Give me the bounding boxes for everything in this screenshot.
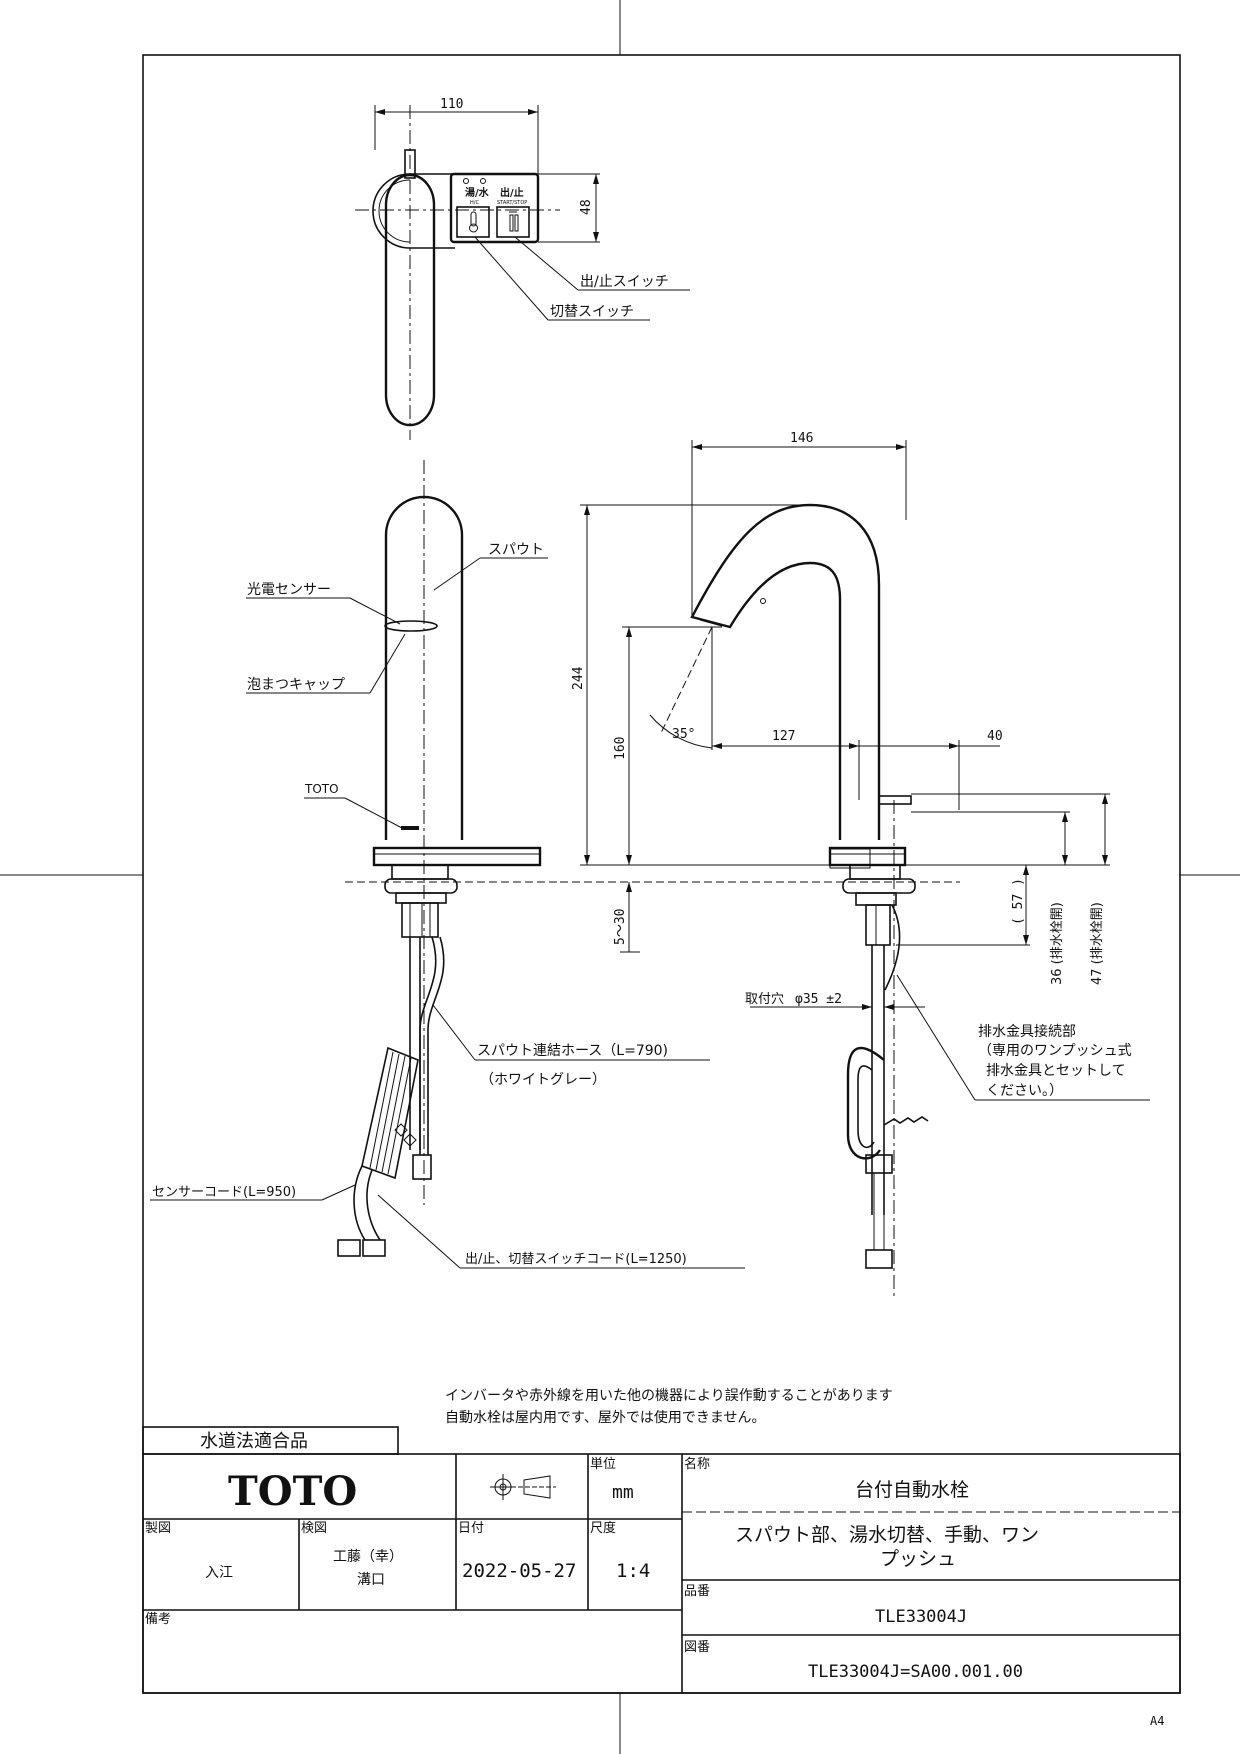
general-notes: インバータや赤外線を用いた他の機器により誤作動することがあります 自動水栓は屋内…: [445, 1388, 893, 1426]
drain-note-2: 排水金具とセットして: [986, 1063, 1126, 1079]
callout-changeover-switch: 切替スイッチ: [550, 304, 634, 320]
label-photo-sensor: 光電センサー: [247, 582, 331, 598]
label-sensor-cord: センサーコード(L=950): [152, 1185, 296, 1200]
switch-right-sub: START/STOP: [497, 200, 527, 206]
unit-value: mm: [612, 1482, 634, 1503]
date-value: 2022-05-27: [462, 1560, 576, 1582]
dim-36: 36 (排水栓開): [1050, 902, 1065, 985]
subname-line-2: プッシュ: [880, 1548, 956, 1570]
dim-mounting-hole-value: φ35 ±2: [795, 992, 842, 1007]
dim-mounting-hole: 取付穴: [745, 992, 784, 1007]
dim-47: 47 (排水栓開): [1090, 902, 1105, 985]
unit-label: 単位: [590, 1456, 616, 1472]
remarks-label: 備考: [145, 1611, 171, 1627]
switch-left-label: 湯/水: [465, 186, 490, 199]
name-value: 台付自動水栓: [855, 1479, 969, 1501]
dim-127: 127: [772, 729, 795, 744]
label-aerator-cap: 泡まつキャップ: [247, 677, 345, 693]
dim-40: 40: [987, 729, 1003, 744]
label-toto-logo: TOTO: [304, 782, 339, 796]
checked-value-2: 溝口: [357, 1572, 385, 1588]
drawing-no-label: 図番: [684, 1640, 710, 1655]
scale-value: 1:4: [616, 1560, 650, 1582]
side-view: 146 244 160 35° 127 40 5～30: [560, 431, 1150, 1300]
dim-244: 244: [571, 666, 586, 690]
drain-note-1: （専用のワンプッシュ式: [978, 1043, 1132, 1059]
dim-35deg: 35°: [672, 727, 695, 742]
name-label: 名称: [684, 1456, 710, 1472]
label-spout-hose: スパウト連結ホース（L=790): [477, 1043, 668, 1059]
drain-title: 排水金具接続部: [978, 1023, 1076, 1040]
dim-110: 110: [440, 97, 463, 112]
dim-57: ( 57 ): [1011, 878, 1026, 925]
drawn-value: 入江: [205, 1565, 233, 1581]
water-drop-icon: [509, 211, 519, 232]
part-no-value: TLE33004J: [875, 1607, 967, 1627]
checked-label: 検図: [301, 1521, 327, 1536]
switch-cord-bundle: [337, 1046, 419, 1257]
paper-size: A4: [1150, 1714, 1164, 1728]
note-1: インバータや赤外線を用いた他の機器により誤作動することがあります: [445, 1388, 893, 1404]
part-no-label: 品番: [684, 1584, 710, 1599]
compliance-label: 水道法適合品: [200, 1431, 308, 1452]
title-block: 水道法適合品 TOTO 単位 mm 名称 台付自動水栓 スパウト部、湯水切替、手…: [142, 1426, 1181, 1694]
date-label: 日付: [458, 1521, 484, 1536]
projection-symbol-icon: [490, 1474, 556, 1500]
toto-logo: TOTO: [228, 1468, 357, 1515]
dim-48: 48: [579, 199, 594, 215]
note-2: 自動水栓は屋内用です、屋外では使用できません。: [445, 1409, 765, 1426]
switch-left-sub: H/C: [470, 200, 479, 206]
label-switch-cord: 出/止、切替スイッチコード(L=1250): [465, 1252, 687, 1267]
dim-160: 160: [613, 737, 628, 760]
checked-value-1: 工藤（幸）: [333, 1549, 403, 1565]
drain-note-3: ください。）: [986, 1083, 1063, 1099]
dim-146: 146: [790, 431, 813, 446]
thermometer-icon: [469, 211, 478, 233]
label-hose-color: （ホワイトグレー）: [480, 1072, 606, 1088]
drawn-label: 製図: [145, 1521, 171, 1536]
drawing-no-value: TLE33004J=SA00.001.00: [808, 1662, 1023, 1682]
scale-label: 尺度: [590, 1520, 616, 1536]
dim-5-30: 5～30: [613, 909, 628, 945]
label-spout: スパウト: [488, 542, 544, 558]
top-view: 湯/水 H/C 出/止 START/STOP 110 48 出/止スイッ: [355, 97, 690, 440]
subname-line-1: スパウト部、湯水切替、手動、ワン: [735, 1524, 1039, 1546]
front-view: スパウト 光電センサー 泡まつキャップ TOTO スパウト連結ホース（L=790…: [150, 460, 745, 1269]
callout-start-stop-switch: 出/止スイッチ: [580, 274, 669, 290]
switch-right-label: 出/止: [500, 186, 524, 199]
